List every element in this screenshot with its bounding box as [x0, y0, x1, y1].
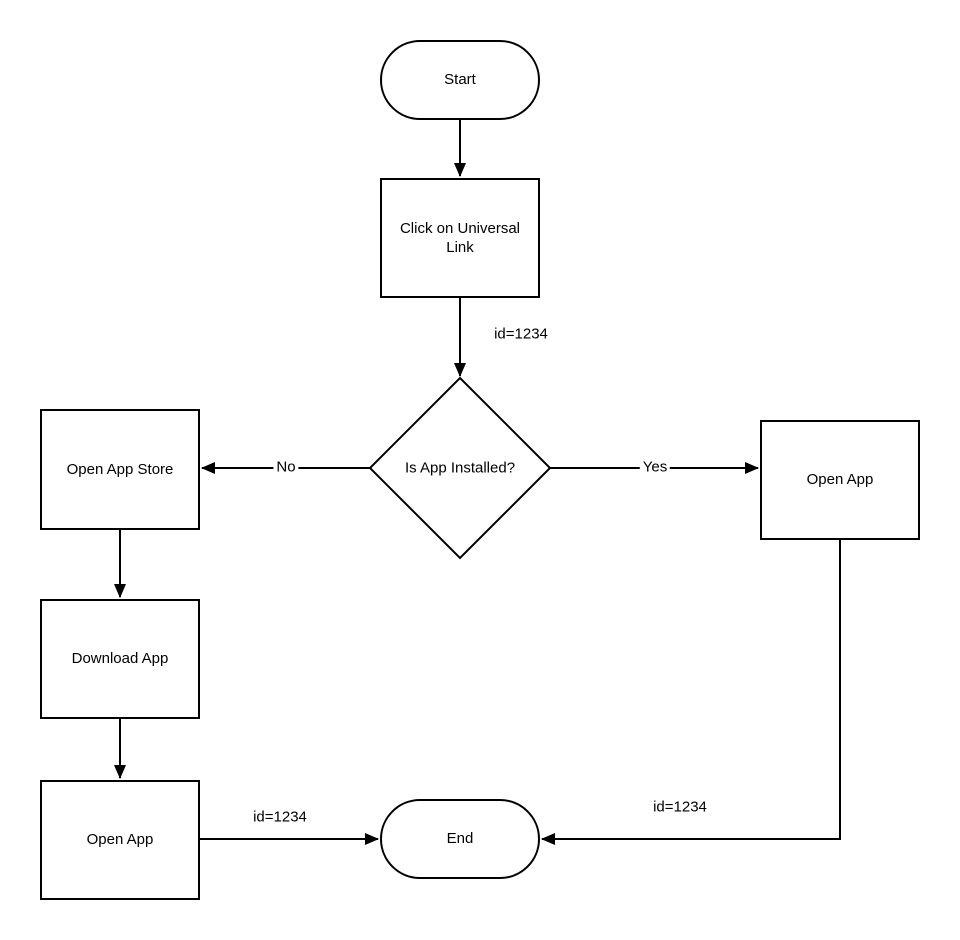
edge-openapp-yes-to-end [541, 540, 841, 845]
edge-label-id-openapp-yes-to-end: id=1234 [650, 798, 710, 816]
node-open-app-yes-label: Open App [806, 471, 874, 489]
node-click-universal-link: Click on Universal Link [380, 178, 540, 298]
node-start-label: Start [444, 71, 476, 89]
edge-label-yes: Yes [639, 458, 671, 476]
node-end-label: End [446, 830, 474, 848]
edge-label-id-click-to-decision: id=1234 [491, 325, 551, 343]
node-click-universal-link-label: Click on Universal Link [399, 219, 521, 257]
node-open-app-store: Open App Store [40, 409, 200, 530]
node-open-app-store-label: Open App Store [66, 460, 174, 478]
node-open-app-yes: Open App [760, 420, 920, 540]
node-end: End [380, 799, 540, 879]
node-open-app-no-label: Open App [86, 831, 154, 849]
edge-label-no: No [273, 458, 299, 476]
node-start: Start [380, 40, 540, 120]
node-is-app-installed-label: Is App Installed? [404, 459, 516, 477]
node-download-app-label: Download App [71, 650, 169, 668]
node-open-app-no: Open App [40, 780, 200, 900]
edge-label-id-openapp-no-to-end: id=1234 [250, 808, 310, 826]
decision-diamond-shape [368, 376, 552, 560]
node-download-app: Download App [40, 599, 200, 719]
